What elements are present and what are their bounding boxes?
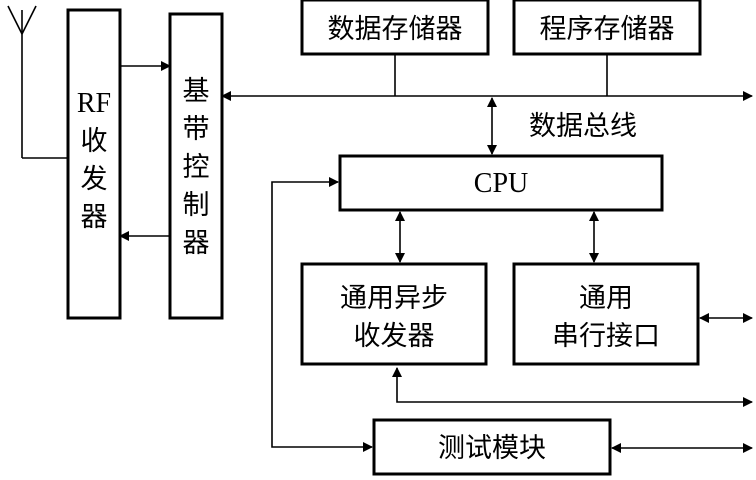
rf-label-2: 收 bbox=[81, 126, 108, 157]
uart-external-arrow bbox=[392, 367, 753, 407]
rf-transceiver-box bbox=[66, 8, 122, 320]
uart-label-2: 收发器 bbox=[354, 321, 435, 352]
uart-label-1: 通用异步 bbox=[340, 283, 448, 314]
antenna-icon bbox=[7, 5, 68, 159]
rf-label-1: RF bbox=[77, 88, 111, 119]
baseband-label-3: 控 bbox=[183, 152, 210, 183]
test-module-label: 测试模块 bbox=[438, 433, 546, 464]
baseband-controller-box bbox=[168, 12, 224, 320]
baseband-label-1: 基 bbox=[183, 76, 210, 107]
data-bus-label: 数据总线 bbox=[529, 111, 637, 142]
baseband-label-5: 器 bbox=[183, 228, 210, 259]
data-memory-label: 数据存储器 bbox=[328, 14, 463, 45]
connectors bbox=[119, 54, 753, 453]
program-memory-label: 程序存储器 bbox=[540, 14, 675, 45]
rf-label-4: 器 bbox=[81, 202, 108, 233]
rf-label-3: 发 bbox=[81, 164, 108, 195]
serial-label-1: 通用 bbox=[579, 283, 633, 314]
serial-label-2: 串行接口 bbox=[552, 321, 660, 352]
data-memory-box bbox=[300, 0, 490, 56]
program-memory-box bbox=[512, 0, 702, 56]
test-module-box bbox=[372, 418, 612, 476]
test-cpu-arrow bbox=[271, 177, 373, 452]
baseband-label-2: 带 bbox=[183, 114, 210, 145]
serial-interface-box bbox=[512, 262, 700, 366]
baseband-label-4: 制 bbox=[183, 190, 210, 221]
cpu-label: CPU bbox=[474, 168, 528, 199]
